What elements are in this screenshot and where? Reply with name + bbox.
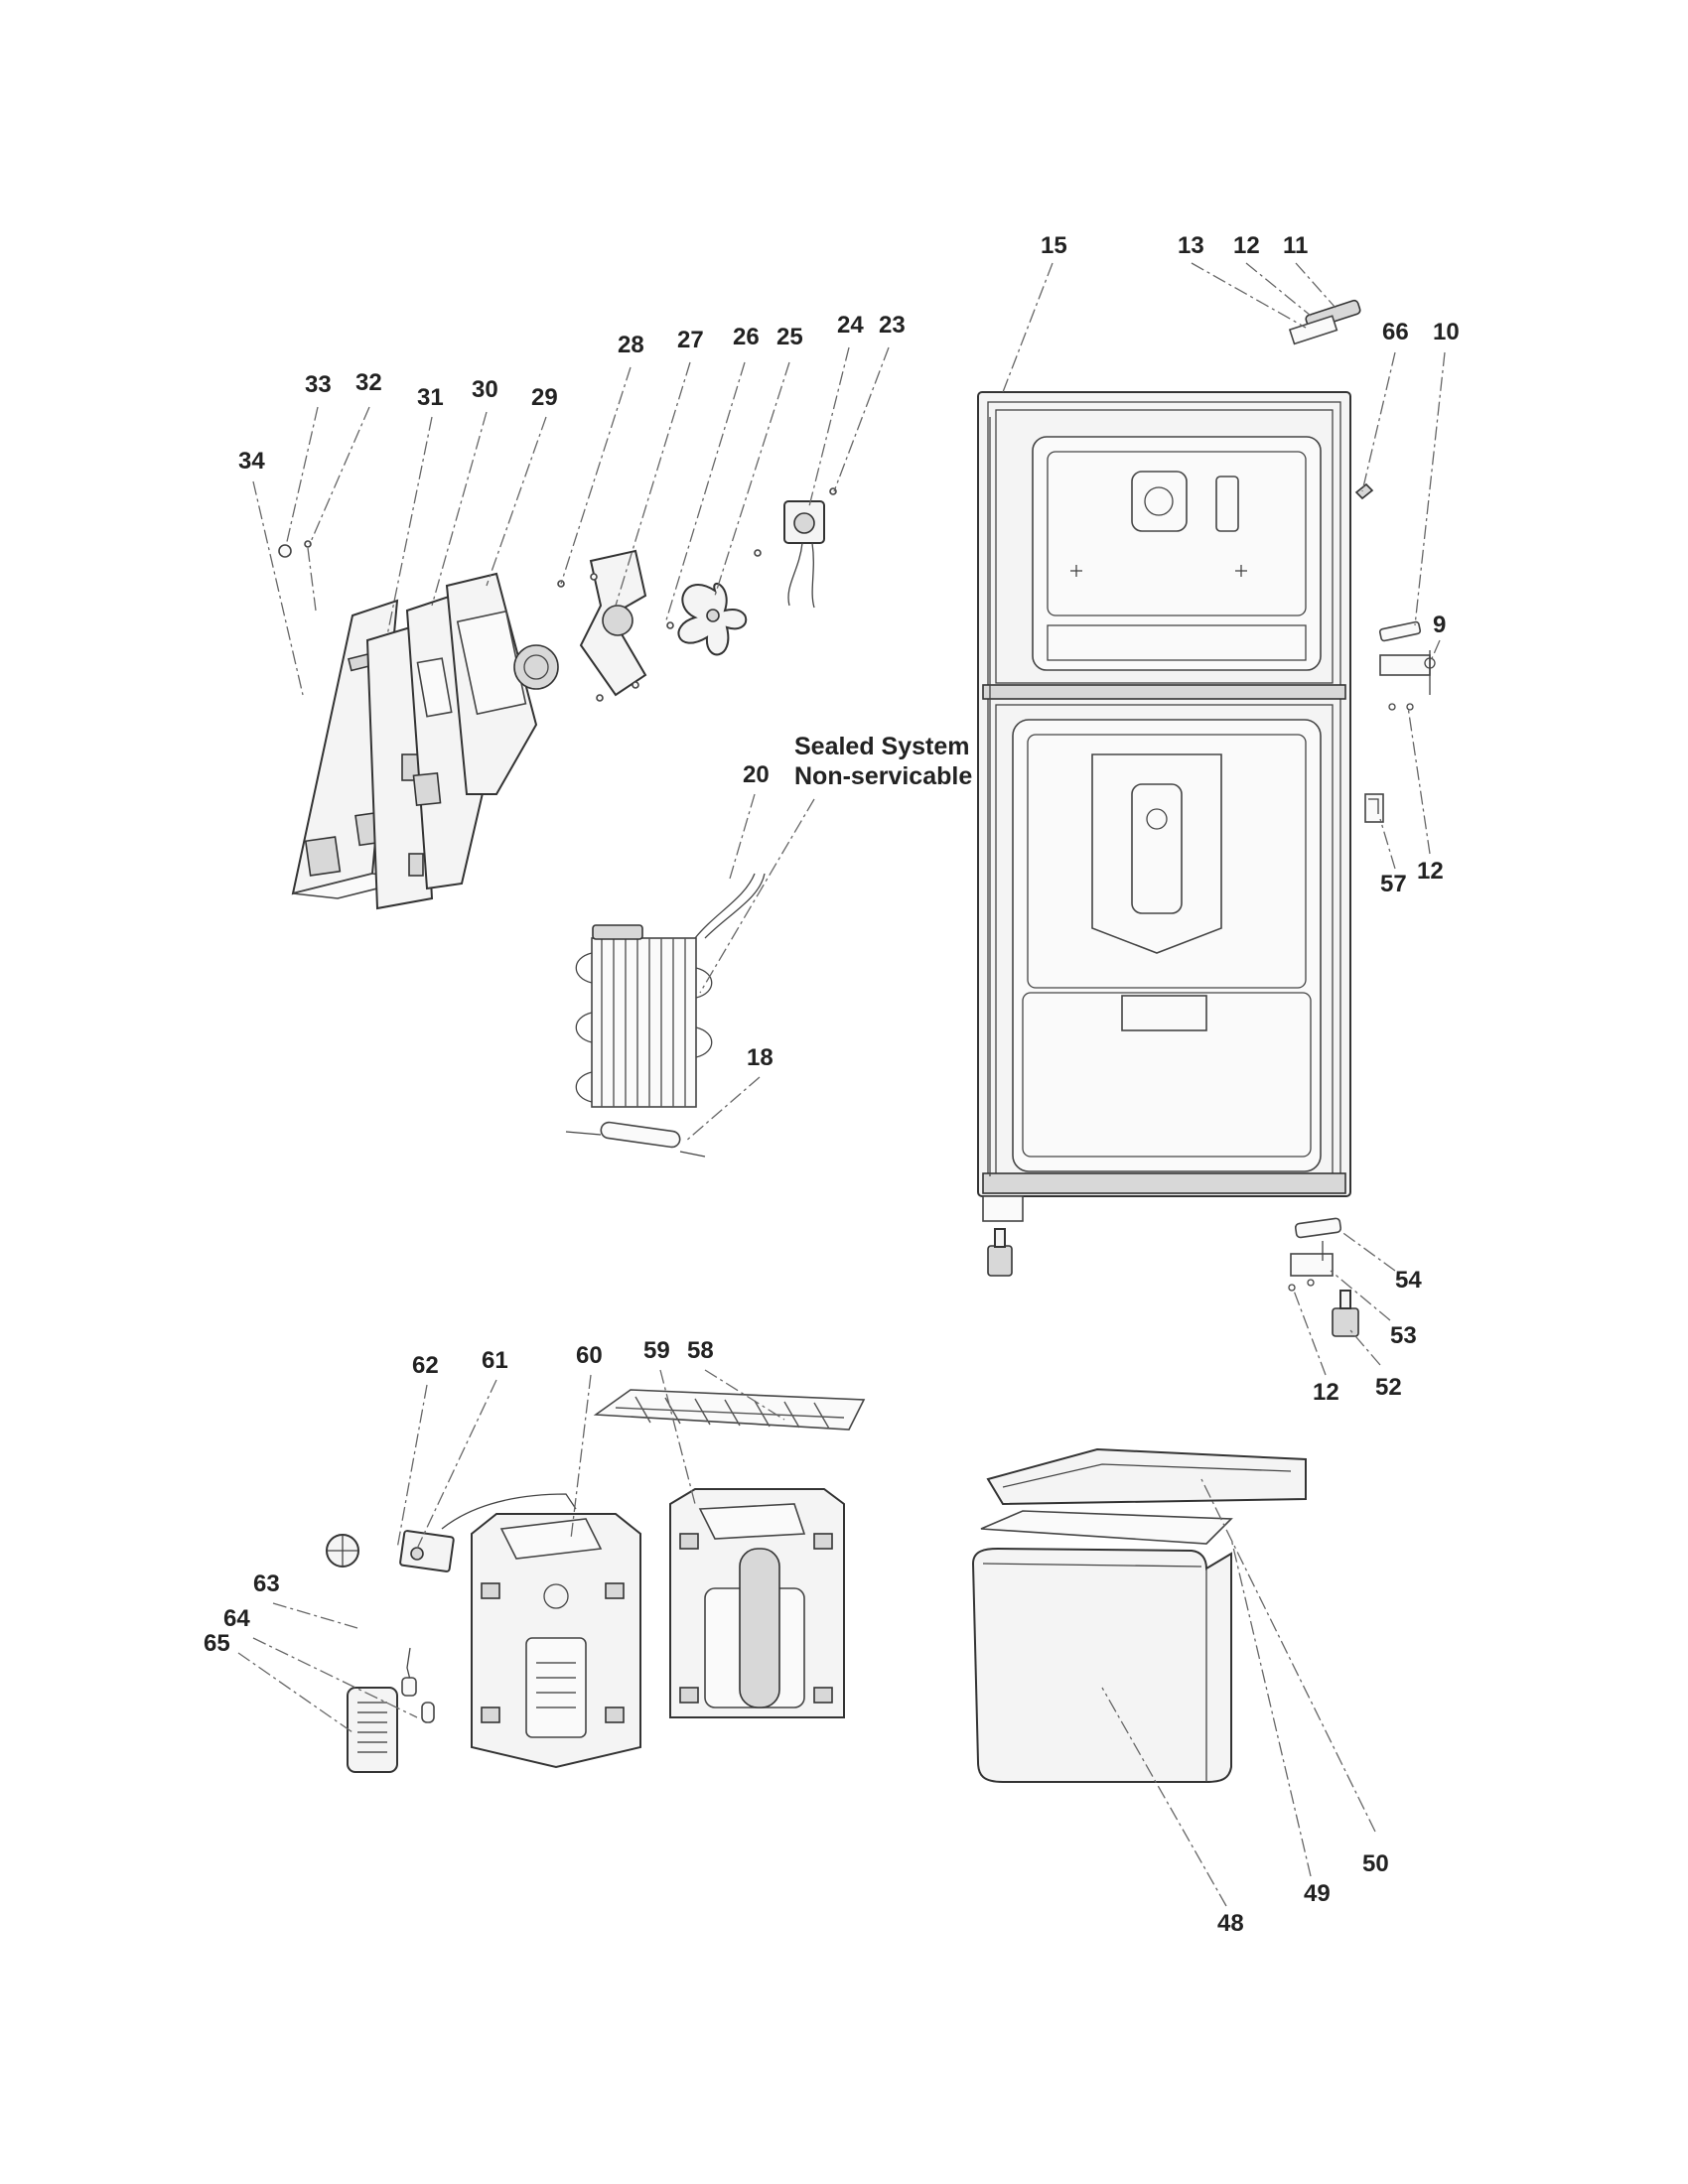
callout-54: 54 <box>1395 1267 1422 1294</box>
cabinet-assembly <box>977 391 1351 1222</box>
callout-61: 61 <box>482 1347 508 1374</box>
callout-31: 31 <box>417 384 444 411</box>
screw-66 <box>1354 482 1374 500</box>
note-line-1: Sealed System <box>794 733 970 760</box>
callout-48: 48 <box>1217 1910 1244 1937</box>
callout-30: 30 <box>472 376 498 403</box>
crisper-glass-49 <box>980 1510 1233 1545</box>
callout-9: 9 <box>1433 612 1446 638</box>
callout-10: 10 <box>1433 319 1460 345</box>
top-hinge-parts <box>1288 299 1361 345</box>
callout-62: 62 <box>412 1352 439 1379</box>
note-line-2: Non-servicable <box>794 762 972 790</box>
callout-53: 53 <box>1390 1322 1417 1349</box>
callout-24: 24 <box>837 312 864 339</box>
housing-30 <box>405 594 493 890</box>
callout-63: 63 <box>253 1570 280 1597</box>
callout-65: 65 <box>204 1630 230 1657</box>
shelf-58-59 <box>593 1389 866 1431</box>
callout-15: 15 <box>1041 232 1067 259</box>
defrost-heater-18 <box>565 1121 706 1158</box>
callout-60: 60 <box>576 1342 603 1369</box>
callout-33: 33 <box>305 371 332 398</box>
fan-bracket-27 <box>557 549 647 702</box>
callout-29: 29 <box>531 384 558 411</box>
crisper-drawer-48 <box>971 1547 1232 1783</box>
evaporator-coil <box>575 873 766 1108</box>
bottom-hinge-parts <box>1288 1217 1359 1337</box>
callout-57: 57 <box>1380 871 1407 897</box>
callout-13: 13 <box>1178 232 1204 259</box>
callout-26: 26 <box>733 324 760 350</box>
callout-11: 11 <box>1283 232 1308 259</box>
fan-blade-26 <box>666 549 762 656</box>
callout-20: 20 <box>743 761 770 788</box>
callout-23: 23 <box>879 312 906 339</box>
callout-52: 52 <box>1375 1374 1402 1401</box>
callout-58: 58 <box>687 1337 714 1364</box>
leader-lines <box>237 262 1446 1907</box>
callout-27: 27 <box>677 327 704 353</box>
bracket-57 <box>1364 793 1384 823</box>
callout-numbers: 15 13 12 11 66 10 9 12 57 54 53 52 12 28… <box>204 232 1460 1937</box>
sealed-system-note: Sealed System Non-servicable <box>794 733 972 790</box>
callout-34: 34 <box>238 448 265 475</box>
lamp-cover-65 <box>347 1687 398 1773</box>
callout-18: 18 <box>747 1044 774 1071</box>
crisper-cover-50 <box>986 1447 1307 1506</box>
callout-64: 64 <box>223 1605 250 1632</box>
thermostat-61 <box>399 1493 577 1572</box>
leveling-leg-front <box>987 1228 1013 1277</box>
fan-motor-24 <box>783 487 837 609</box>
shroud-60 <box>471 1513 641 1769</box>
middle-hinge-parts <box>1378 620 1436 711</box>
callout-25: 25 <box>776 324 803 350</box>
callout-32: 32 <box>355 369 382 396</box>
duct-assembly <box>669 1488 845 1718</box>
callout-66: 66 <box>1382 319 1409 345</box>
lamp-63-64 <box>401 1647 435 1723</box>
callout-12-middle: 12 <box>1417 858 1444 885</box>
callout-12-bottom: 12 <box>1313 1379 1339 1406</box>
callout-49: 49 <box>1304 1880 1331 1907</box>
fan-shroud-29 <box>445 572 559 795</box>
callout-28: 28 <box>618 332 644 358</box>
callout-50: 50 <box>1362 1850 1389 1877</box>
knob-62 <box>326 1534 359 1568</box>
callout-12-top: 12 <box>1233 232 1260 259</box>
callout-59: 59 <box>643 1337 670 1364</box>
screw-32-33 <box>278 540 317 612</box>
